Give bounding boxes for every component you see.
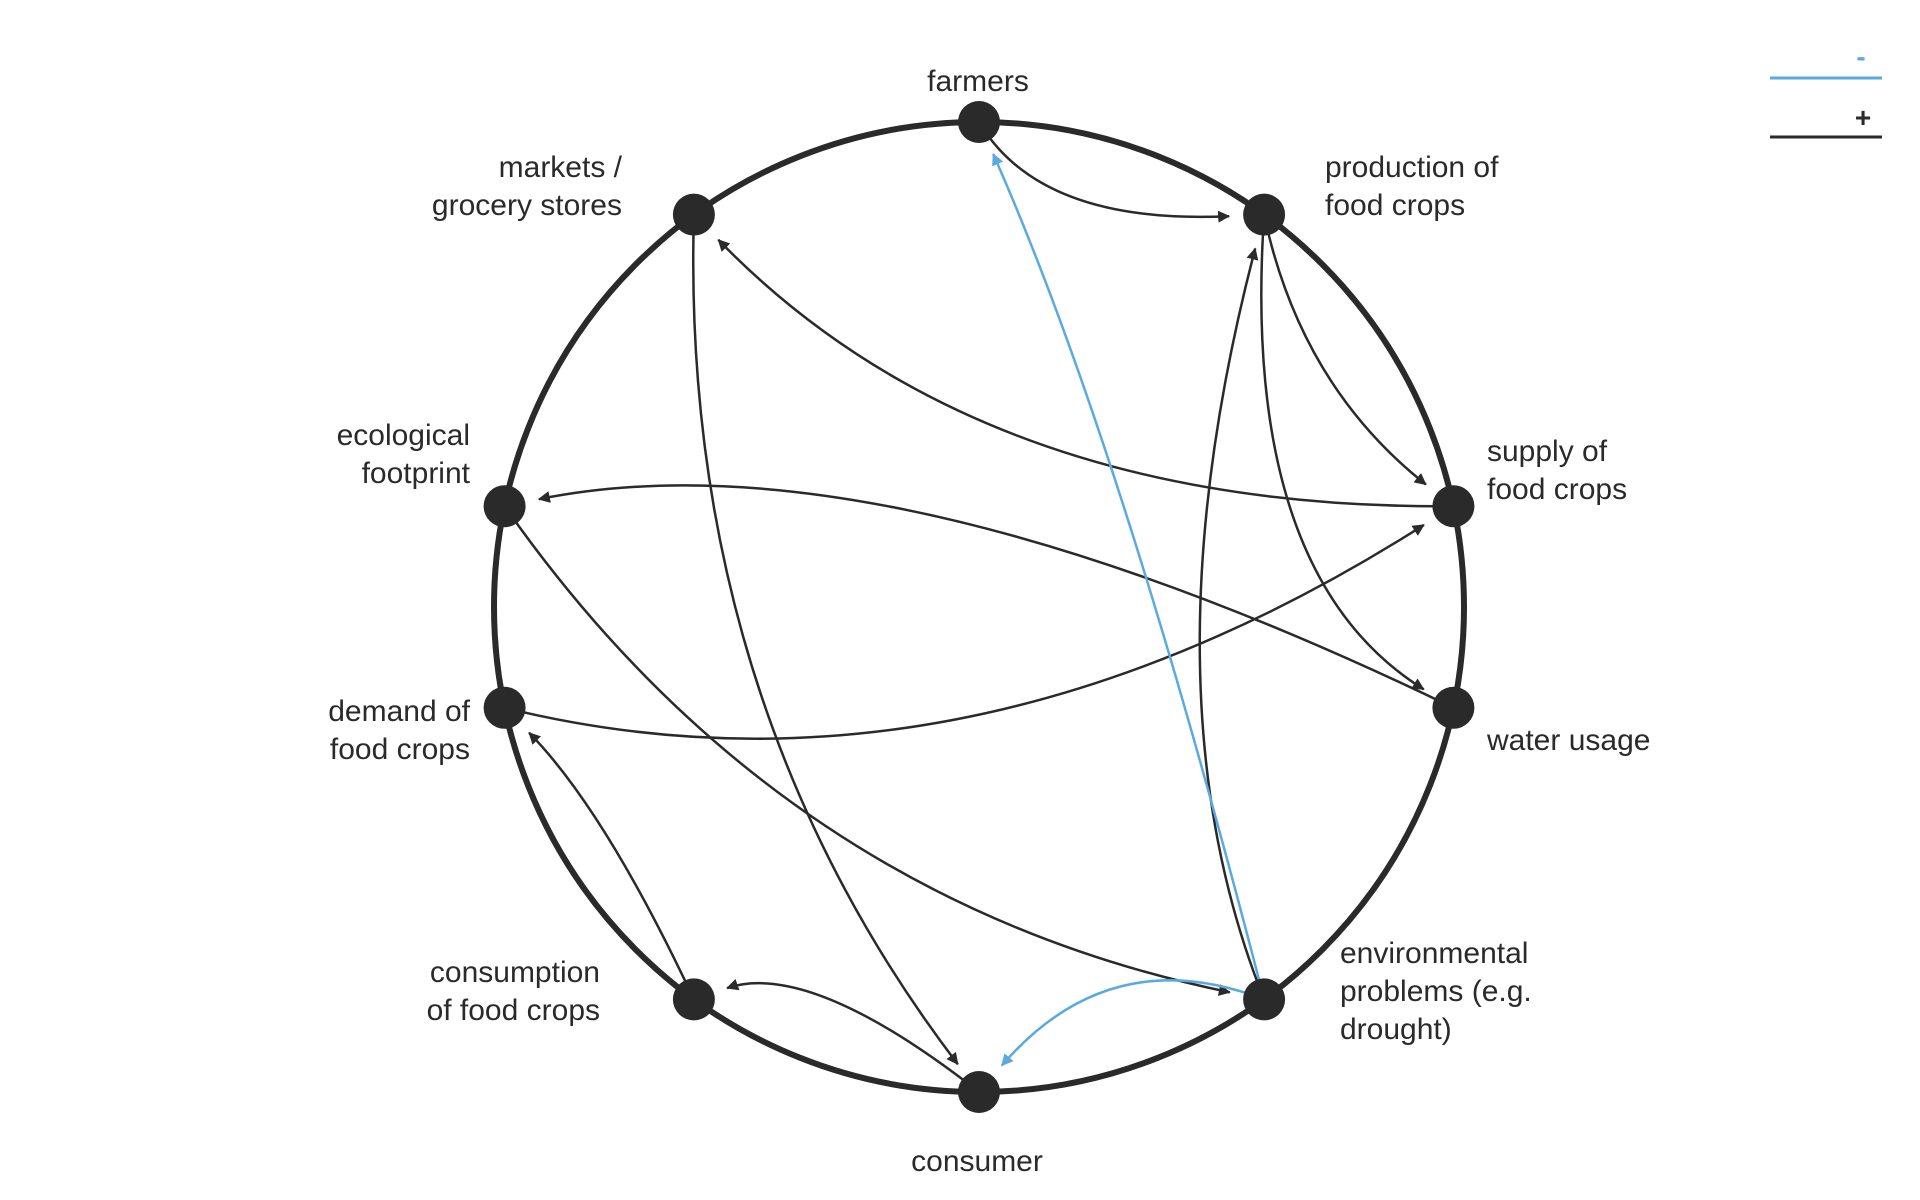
node-farmers bbox=[958, 101, 1000, 143]
node-label-line: problems (e.g. bbox=[1340, 975, 1532, 1008]
node-environment bbox=[1243, 978, 1286, 1021]
node-label-line: drought) bbox=[1340, 1013, 1452, 1046]
edge-consumption-to-demand bbox=[528, 731, 696, 1000]
node-label-line: production of bbox=[1325, 151, 1499, 184]
node-supply bbox=[1432, 485, 1475, 528]
node-demand bbox=[483, 686, 526, 729]
edge-production-to-supply bbox=[1262, 214, 1427, 486]
node-label-line: environmental bbox=[1340, 937, 1528, 970]
edge-supply-to-markets bbox=[717, 238, 1454, 508]
legend-positive-label: + bbox=[1855, 102, 1871, 133]
edge-environment-to-production bbox=[1198, 247, 1266, 1000]
node-label-markets: markets / grocery stores bbox=[432, 151, 623, 222]
diagram-ring bbox=[491, 119, 1467, 1095]
nodes-layer bbox=[483, 101, 1475, 1113]
legend-negative-label: - bbox=[1856, 41, 1865, 72]
node-water bbox=[1432, 686, 1475, 729]
edge-demand-to-supply bbox=[504, 523, 1425, 740]
node-consumption bbox=[672, 978, 715, 1021]
node-label-line: food crops bbox=[1325, 189, 1465, 222]
node-label-environment: environmental problems (e.g. drought) bbox=[1340, 937, 1532, 1046]
node-label-line: footprint bbox=[362, 457, 471, 490]
edge-environment-to-consumer bbox=[1000, 979, 1265, 1067]
node-label-line: demand of bbox=[328, 695, 470, 728]
node-consumer bbox=[958, 1071, 1000, 1113]
node-label-line: supply of bbox=[1487, 435, 1608, 468]
node-production bbox=[1243, 193, 1286, 236]
edges-layer bbox=[503, 121, 1454, 1093]
node-label-supply: supply of food crops bbox=[1487, 435, 1627, 506]
node-label-consumer: consumer bbox=[911, 1145, 1043, 1178]
edge-consumer-to-consumption bbox=[726, 978, 980, 1093]
node-label-line: markets / bbox=[499, 151, 623, 184]
labels-layer: farmers production of food crops supply of f… bbox=[328, 65, 1650, 1178]
node-label-line: ecological bbox=[337, 419, 470, 452]
node-label-water: water usage bbox=[1486, 724, 1650, 757]
edge-footprint-to-environment bbox=[503, 505, 1231, 996]
node-markets bbox=[672, 193, 715, 236]
edge-farmers-to-production bbox=[977, 121, 1231, 223]
node-label-production: production of food crops bbox=[1325, 151, 1499, 222]
node-footprint bbox=[483, 485, 526, 528]
node-label-line: farmers bbox=[927, 65, 1029, 98]
node-label-farmers: farmers bbox=[927, 65, 1029, 98]
node-label-line: grocery stores bbox=[432, 189, 622, 222]
node-label-line: food crops bbox=[1487, 473, 1627, 506]
node-label-line: food crops bbox=[330, 733, 470, 766]
node-label-line: consumer bbox=[911, 1145, 1043, 1178]
legend: - + bbox=[1770, 41, 1882, 139]
edge-markets-to-consumer bbox=[692, 214, 959, 1065]
node-label-line: of food crops bbox=[427, 994, 600, 1027]
node-label-consumption: consumption of food crops bbox=[427, 956, 600, 1027]
node-label-line: consumption bbox=[430, 956, 600, 989]
edge-production-to-water bbox=[1260, 214, 1425, 691]
node-label-footprint: ecological footprint bbox=[337, 419, 471, 490]
edge-environment-to-farmers bbox=[992, 153, 1266, 1000]
node-label-demand: demand of food crops bbox=[328, 695, 470, 766]
edge-water-to-footprint bbox=[537, 484, 1454, 709]
node-label-line: water usage bbox=[1486, 724, 1650, 757]
